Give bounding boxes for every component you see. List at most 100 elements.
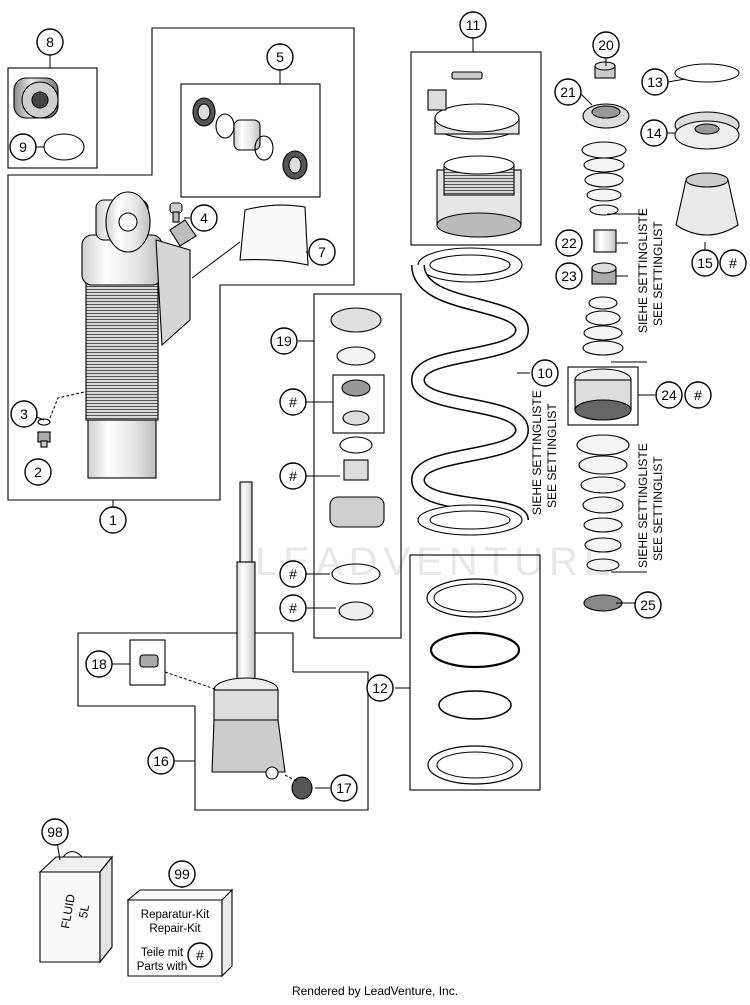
callout-10: 10 bbox=[531, 359, 559, 387]
compression-adjuster-part bbox=[582, 103, 630, 129]
callout-4-text: 4 bbox=[200, 210, 208, 226]
callout-11: 11 bbox=[459, 11, 487, 39]
callout-3: 3 bbox=[10, 400, 38, 428]
callout-20: 20 bbox=[592, 31, 620, 59]
callout-99-hash: # bbox=[187, 942, 213, 968]
repair-kit-box bbox=[126, 888, 234, 978]
settings-note-top-line1: SIEHE SETTINGLISTE bbox=[636, 208, 650, 333]
callout-16-text: 16 bbox=[153, 753, 169, 769]
bleed-screw-part bbox=[169, 202, 183, 223]
callout-19: 19 bbox=[270, 327, 298, 355]
settings-note-spring-line1: SIEHE SETTINGLISTE bbox=[530, 390, 544, 515]
callout-23-text: 23 bbox=[561, 268, 577, 284]
callout-98: 98 bbox=[41, 818, 69, 846]
callout-22: 22 bbox=[555, 229, 583, 257]
callout-9-text: 9 bbox=[19, 139, 27, 155]
damper-parts-group-outline bbox=[313, 293, 402, 639]
callout-24: 24 bbox=[655, 381, 683, 409]
callout-19-hash-1: # bbox=[279, 388, 307, 416]
callout-17-text: 17 bbox=[336, 780, 352, 796]
callout-25: 25 bbox=[634, 591, 662, 619]
callout-20-text: 20 bbox=[598, 37, 614, 53]
callout-15-hash: # bbox=[719, 249, 747, 277]
valve-part bbox=[139, 654, 159, 668]
callout-hash-4-text: # bbox=[289, 600, 297, 616]
callout-99-hash-text: # bbox=[196, 947, 204, 963]
callout-98-text: 98 bbox=[47, 824, 63, 840]
bump-stop-part bbox=[675, 172, 739, 236]
shim-stack-top-part bbox=[581, 141, 627, 216]
shim-group-outline bbox=[409, 554, 541, 791]
bushing-part bbox=[291, 776, 313, 800]
spring-part bbox=[410, 247, 530, 536]
lock-nut-part bbox=[591, 262, 617, 285]
callout-24-text: 24 bbox=[661, 387, 677, 403]
callout-24-hash: # bbox=[684, 381, 712, 409]
callout-23: 23 bbox=[555, 262, 583, 290]
spring-retainer-part bbox=[674, 111, 740, 150]
preload-ring-part bbox=[427, 71, 520, 140]
clevis-group-outline bbox=[77, 632, 369, 811]
callout-7: 7 bbox=[308, 238, 336, 266]
callout-hash-3-text: # bbox=[289, 566, 297, 582]
callout-19-hash-2: # bbox=[279, 462, 307, 490]
seal-subgroup-outline bbox=[332, 374, 385, 434]
settings-note-spring-line2: SEE SETTINGLIST bbox=[545, 403, 559, 508]
callout-5-text: 5 bbox=[276, 49, 284, 65]
callout-12: 12 bbox=[366, 674, 394, 702]
callout-19-text: 19 bbox=[276, 333, 292, 349]
fluid-can: FLUID bbox=[38, 850, 114, 964]
callout-14-text: 14 bbox=[646, 125, 662, 141]
fluid-can-label-line1: FLUID bbox=[58, 893, 78, 930]
callout-1-text: 1 bbox=[109, 512, 117, 528]
callout-21-text: 21 bbox=[560, 84, 576, 100]
spacer-rings-part bbox=[426, 578, 524, 785]
callout-15-text: 15 bbox=[697, 255, 713, 271]
piston-part bbox=[567, 366, 639, 426]
callout-13: 13 bbox=[641, 68, 669, 96]
callout-12-text: 12 bbox=[372, 680, 388, 696]
piston-rod-part bbox=[211, 481, 286, 780]
callout-25-text: 25 bbox=[640, 597, 656, 613]
callout-17: 17 bbox=[330, 774, 358, 802]
callout-13-text: 13 bbox=[647, 74, 663, 90]
o-ring-part bbox=[43, 133, 85, 161]
callout-11-text: 11 bbox=[466, 17, 481, 33]
callout-10-text: 10 bbox=[537, 365, 553, 381]
callout-3-text: 3 bbox=[20, 406, 28, 422]
settings-note-bottom-line2: SEE SETTINGLIST bbox=[651, 456, 665, 561]
repair-kit-line4: Parts with bbox=[137, 961, 188, 973]
callout-15-hash-text: # bbox=[729, 255, 737, 271]
callout-1: 1 bbox=[99, 506, 127, 534]
callout-8: 8 bbox=[36, 28, 64, 56]
callout-18-text: 18 bbox=[91, 656, 107, 672]
callout-4: 4 bbox=[190, 204, 218, 232]
shim-stack-middle-part bbox=[582, 296, 624, 356]
callout-16: 16 bbox=[147, 747, 175, 775]
callout-24-hash-text: # bbox=[694, 387, 702, 403]
valve-subgroup-outline bbox=[129, 639, 166, 686]
spring-adjuster-part bbox=[436, 155, 522, 238]
footer-credit: Rendered by LeadVenture, Inc. bbox=[291, 984, 459, 998]
callout-19-hash-4: # bbox=[279, 594, 307, 622]
callout-7-text: 7 bbox=[318, 244, 326, 260]
settings-note-bottom-line1: SIEHE SETTINGLISTE bbox=[636, 443, 650, 568]
callout-2-text: 2 bbox=[34, 464, 42, 480]
reservoir-cap-part bbox=[13, 77, 59, 119]
settings-note-top-line2: SEE SETTINGLIST bbox=[651, 221, 665, 326]
spacer-part bbox=[593, 229, 617, 253]
callout-15: 15 bbox=[691, 249, 719, 277]
callout-hash-2-text: # bbox=[289, 468, 297, 484]
callout-14: 14 bbox=[640, 119, 668, 147]
washer-part bbox=[37, 418, 51, 426]
callout-8-text: 8 bbox=[46, 34, 54, 50]
seal-kit-part bbox=[192, 97, 308, 180]
heat-shield-part bbox=[239, 204, 309, 266]
shock-body-part bbox=[81, 191, 197, 479]
circlip-part bbox=[674, 63, 740, 83]
repair-kit-line1: Reparatur-Kit bbox=[141, 909, 210, 921]
fluid-can-label-line2: 5L bbox=[76, 903, 92, 919]
callout-22-text: 22 bbox=[561, 235, 577, 251]
callout-21: 21 bbox=[554, 78, 582, 106]
